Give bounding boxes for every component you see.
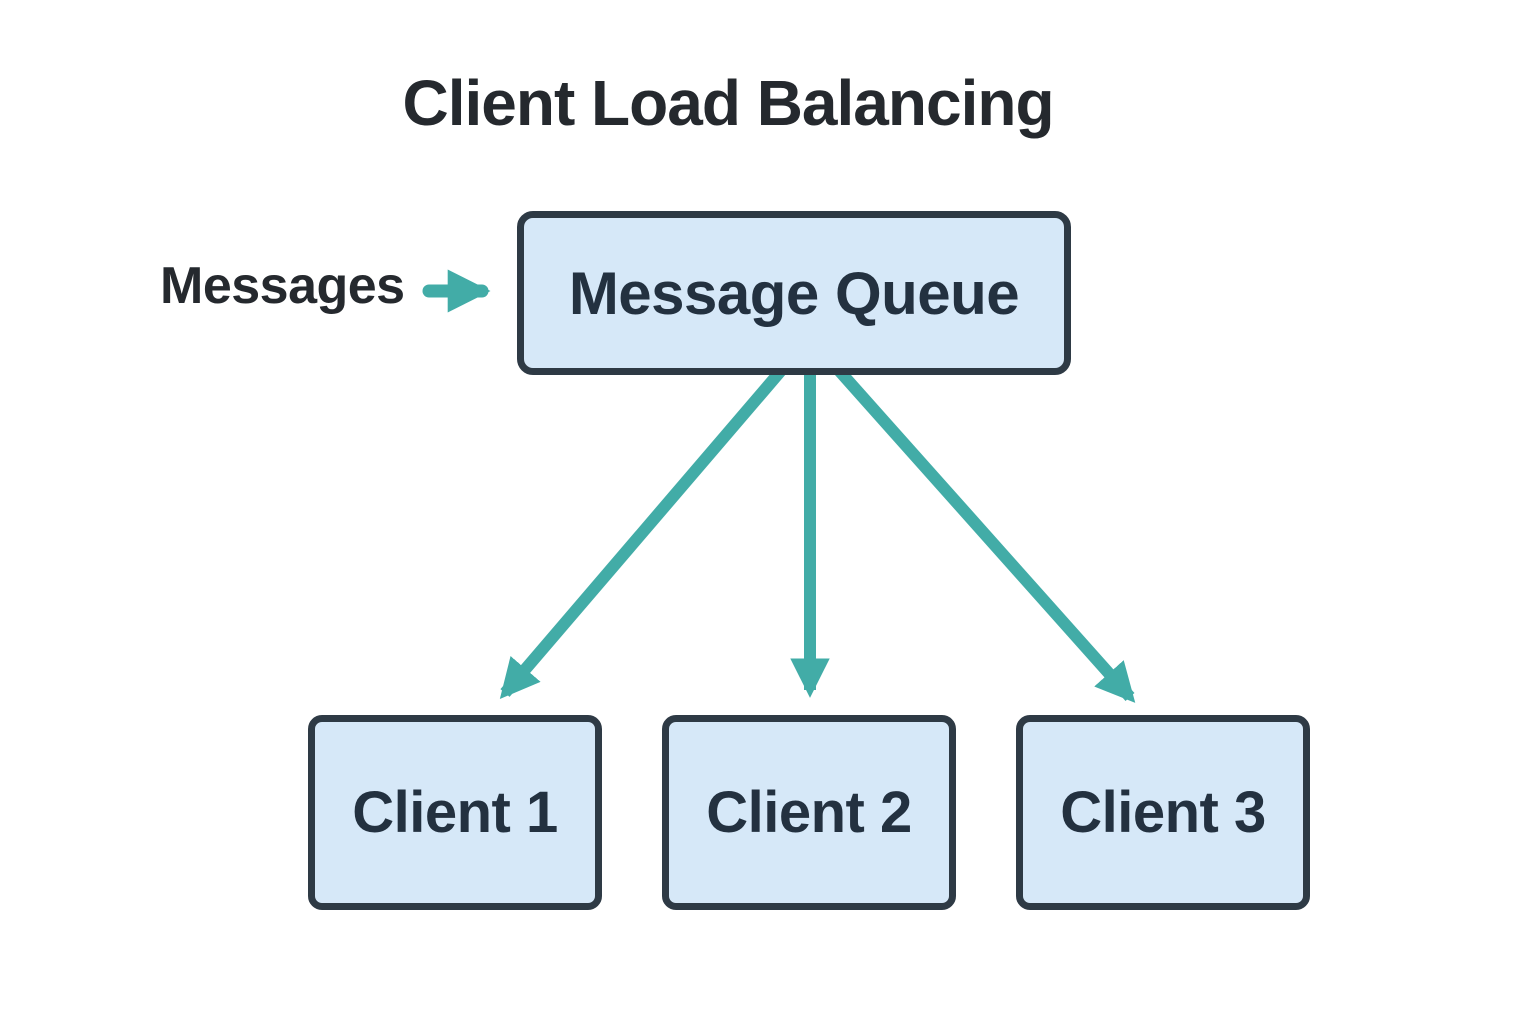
client-3-node: Client 3 [1016,715,1310,910]
client-1-node: Client 1 [308,715,602,910]
client-3-label: Client 3 [1060,780,1266,845]
arrow-queue-to-client-1 [499,362,790,700]
message-queue-node: Message Queue [517,211,1071,375]
arrow-queue-to-client-3 [830,362,1136,703]
diagram-title: Client Load Balancing [402,67,1054,139]
client-2-node: Client 2 [662,715,956,910]
message-queue-label: Message Queue [568,259,1020,327]
messages-label: Messages [160,257,405,315]
client-1-label: Client 1 [352,780,558,845]
client-2-label: Client 2 [706,780,912,845]
